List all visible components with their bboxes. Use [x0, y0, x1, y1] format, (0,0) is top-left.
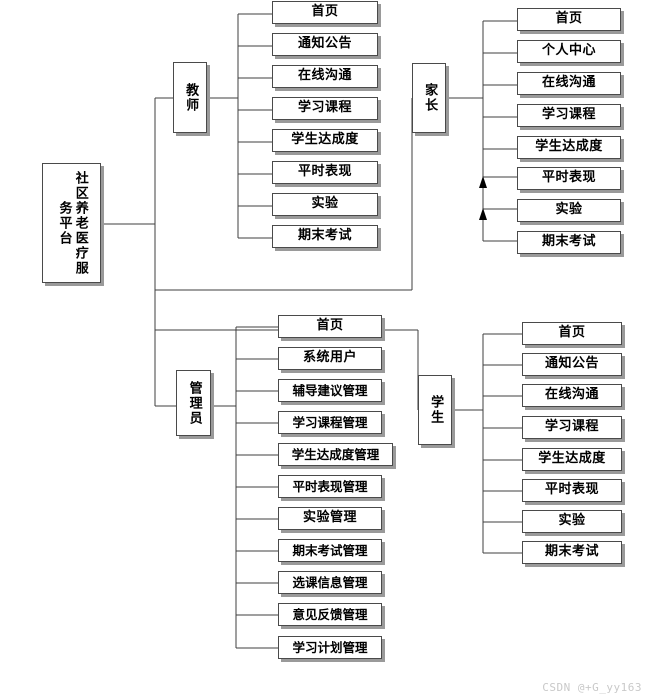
leaf-label: 意见反馈管理 [292, 606, 368, 622]
leaf-label: 个人中心 [541, 43, 596, 59]
leaf-label: 通知公告 [297, 36, 352, 52]
leaf-admin-7[interactable]: 实验管理 [278, 507, 382, 530]
leaf-label: 学生达成度管理 [291, 446, 380, 462]
leaf-admin-8[interactable]: 期末考试管理 [278, 539, 382, 562]
leaf-label: 学生达成度 [291, 132, 359, 148]
leaf-teacher-8[interactable]: 期末考试 [272, 225, 378, 248]
leaf-teacher-6[interactable]: 平时表现 [272, 161, 378, 184]
leaf-label: 学习课程 [541, 107, 596, 123]
leaf-admin-11[interactable]: 学习计划管理 [278, 636, 382, 659]
leaf-label: 实验 [311, 196, 339, 212]
leaf-admin-6[interactable]: 平时表现管理 [278, 475, 382, 498]
role-node-teacher-label: 教师 [183, 82, 199, 113]
leaf-label: 期末考试管理 [292, 542, 368, 558]
leaf-label: 首页 [558, 325, 586, 341]
leaf-admin-5[interactable]: 学生达成度管理 [278, 443, 393, 466]
leaf-student-8[interactable]: 期末考试 [522, 541, 622, 564]
role-node-student[interactable]: 学生 [418, 375, 452, 445]
leaf-student-7[interactable]: 实验 [522, 510, 622, 533]
leaf-label: 学生达成度 [538, 451, 606, 467]
leaf-admin-9[interactable]: 选课信息管理 [278, 571, 382, 594]
leaf-teacher-2[interactable]: 通知公告 [272, 33, 378, 56]
role-node-student-label: 学生 [428, 395, 444, 425]
leaf-label: 平时表现 [544, 482, 599, 498]
leaf-student-2[interactable]: 通知公告 [522, 353, 622, 376]
leaf-label: 平时表现管理 [292, 478, 368, 494]
leaf-label: 平时表现 [297, 164, 352, 180]
arrowhead-up-icon-2 [479, 208, 487, 220]
leaf-label: 首页 [311, 4, 339, 20]
leaf-label: 在线沟通 [544, 387, 599, 403]
leaf-label: 实验 [555, 202, 583, 218]
leaf-student-3[interactable]: 在线沟通 [522, 384, 622, 407]
leaf-parent-8[interactable]: 期末考试 [517, 231, 621, 254]
leaf-teacher-7[interactable]: 实验 [272, 193, 378, 216]
leaf-label: 平时表现 [541, 170, 596, 186]
leaf-student-1[interactable]: 首页 [522, 322, 622, 345]
leaf-parent-5[interactable]: 学生达成度 [517, 136, 621, 159]
role-node-admin-label: 管理员 [186, 380, 202, 426]
leaf-label: 首页 [555, 11, 583, 27]
leaf-parent-7[interactable]: 实验 [517, 199, 621, 222]
leaf-student-4[interactable]: 学习课程 [522, 416, 622, 439]
leaf-teacher-4[interactable]: 学习课程 [272, 97, 378, 120]
leaf-admin-3[interactable]: 辅导建议管理 [278, 379, 382, 402]
root-node[interactable]: 社区养老医疗服务平台 [42, 163, 101, 283]
leaf-student-6[interactable]: 平时表现 [522, 479, 622, 502]
leaf-label: 学生达成度 [535, 139, 603, 155]
leaf-teacher-3[interactable]: 在线沟通 [272, 65, 378, 88]
leaf-label: 期末考试 [297, 228, 352, 244]
leaf-label: 学习计划管理 [292, 639, 368, 655]
leaf-label: 系统用户 [302, 350, 357, 366]
role-node-parent-label: 家长 [422, 83, 438, 113]
leaf-label: 在线沟通 [541, 75, 596, 91]
leaf-label: 学习课程管理 [292, 414, 368, 430]
leaf-teacher-5[interactable]: 学生达成度 [272, 129, 378, 152]
leaf-label: 期末考试 [541, 234, 596, 250]
leaf-label: 通知公告 [544, 356, 599, 372]
leaf-label: 实验 [558, 513, 586, 529]
leaf-admin-4[interactable]: 学习课程管理 [278, 411, 382, 434]
leaf-label: 选课信息管理 [292, 574, 368, 590]
leaf-label: 学习课程 [297, 100, 352, 116]
leaf-parent-6[interactable]: 平时表现 [517, 167, 621, 190]
role-node-teacher[interactable]: 教师 [173, 62, 207, 133]
leaf-teacher-1[interactable]: 首页 [272, 1, 378, 24]
leaf-label: 首页 [316, 318, 344, 334]
leaf-parent-4[interactable]: 学习课程 [517, 104, 621, 127]
leaf-label: 在线沟通 [297, 68, 352, 84]
leaf-label: 实验管理 [302, 510, 357, 526]
leaf-parent-2[interactable]: 个人中心 [517, 40, 621, 63]
leaf-parent-1[interactable]: 首页 [517, 8, 621, 31]
leaf-label: 辅导建议管理 [292, 382, 368, 398]
role-node-admin[interactable]: 管理员 [176, 370, 211, 436]
leaf-label: 期末考试 [544, 544, 599, 560]
role-node-parent[interactable]: 家长 [412, 63, 446, 133]
leaf-student-5[interactable]: 学生达成度 [522, 448, 622, 471]
leaf-label: 学习课程 [544, 419, 599, 435]
leaf-admin-2[interactable]: 系统用户 [278, 347, 382, 370]
watermark: CSDN @+G_yy163 [542, 681, 642, 694]
leaf-admin-1[interactable]: 首页 [278, 315, 382, 338]
root-node-label: 社区养老医疗服务平台 [56, 170, 88, 276]
arrowhead-up-icon-1 [479, 176, 487, 188]
leaf-parent-3[interactable]: 在线沟通 [517, 72, 621, 95]
leaf-admin-10[interactable]: 意见反馈管理 [278, 603, 382, 626]
